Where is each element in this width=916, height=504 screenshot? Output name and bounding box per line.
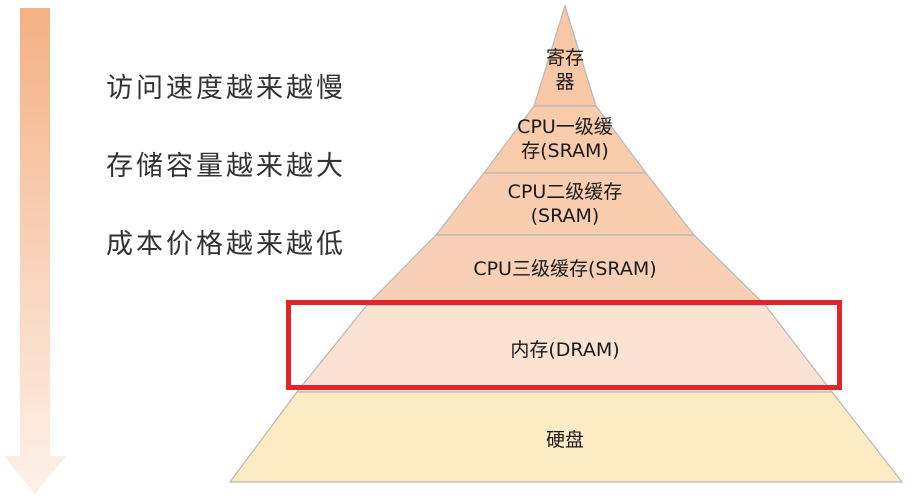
side-label-capacity: 存储容量越来越大 (106, 151, 346, 182)
level-l1-cache-label: CPU一级缓 存(SRAM) (517, 116, 613, 162)
level-register-label: 寄存 器 (545, 47, 584, 93)
down-arrow-icon (4, 8, 66, 494)
level-disk (228, 391, 904, 483)
memory-highlight-box (286, 300, 842, 390)
side-label-cost: 成本价格越来越低 (106, 229, 346, 260)
level-l3-cache-label: CPU三级缓存(SRAM) (473, 258, 657, 280)
level-memory-label: 内存(DRAM) (510, 339, 620, 361)
level-l2-cache-label: CPU二级缓存 (SRAM) (507, 181, 623, 227)
level-disk-label: 硬盘 (545, 429, 584, 451)
side-label-speed: 访问速度越来越慢 (106, 73, 346, 104)
